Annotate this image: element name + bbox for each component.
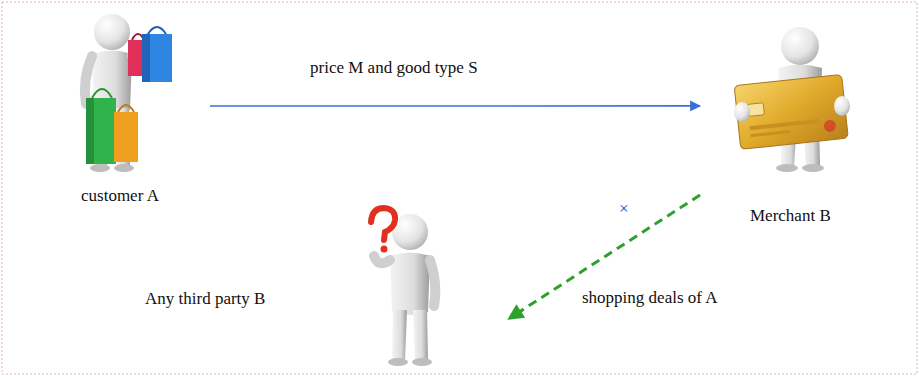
- figure-node: Merchant B: [700, 15, 880, 230]
- question-mark: [371, 208, 395, 253]
- figure-node: Any third party B: [140, 205, 510, 370]
- shopping-bags: [86, 27, 172, 164]
- edge-label: shopping deals of A: [580, 288, 720, 308]
- figure-label: Any third party B: [145, 289, 265, 309]
- figure-label: customer A: [81, 186, 159, 206]
- figure-node: customer A: [30, 10, 210, 210]
- figure-label: Merchant B: [750, 206, 831, 226]
- cross-mark: ×: [619, 200, 629, 218]
- merchant-hands: [734, 96, 850, 122]
- arrow-connector: [210, 105, 700, 107]
- credit-card: [734, 74, 848, 149]
- edge-label: price M and good type S: [308, 58, 480, 78]
- customer-figure: [85, 14, 148, 172]
